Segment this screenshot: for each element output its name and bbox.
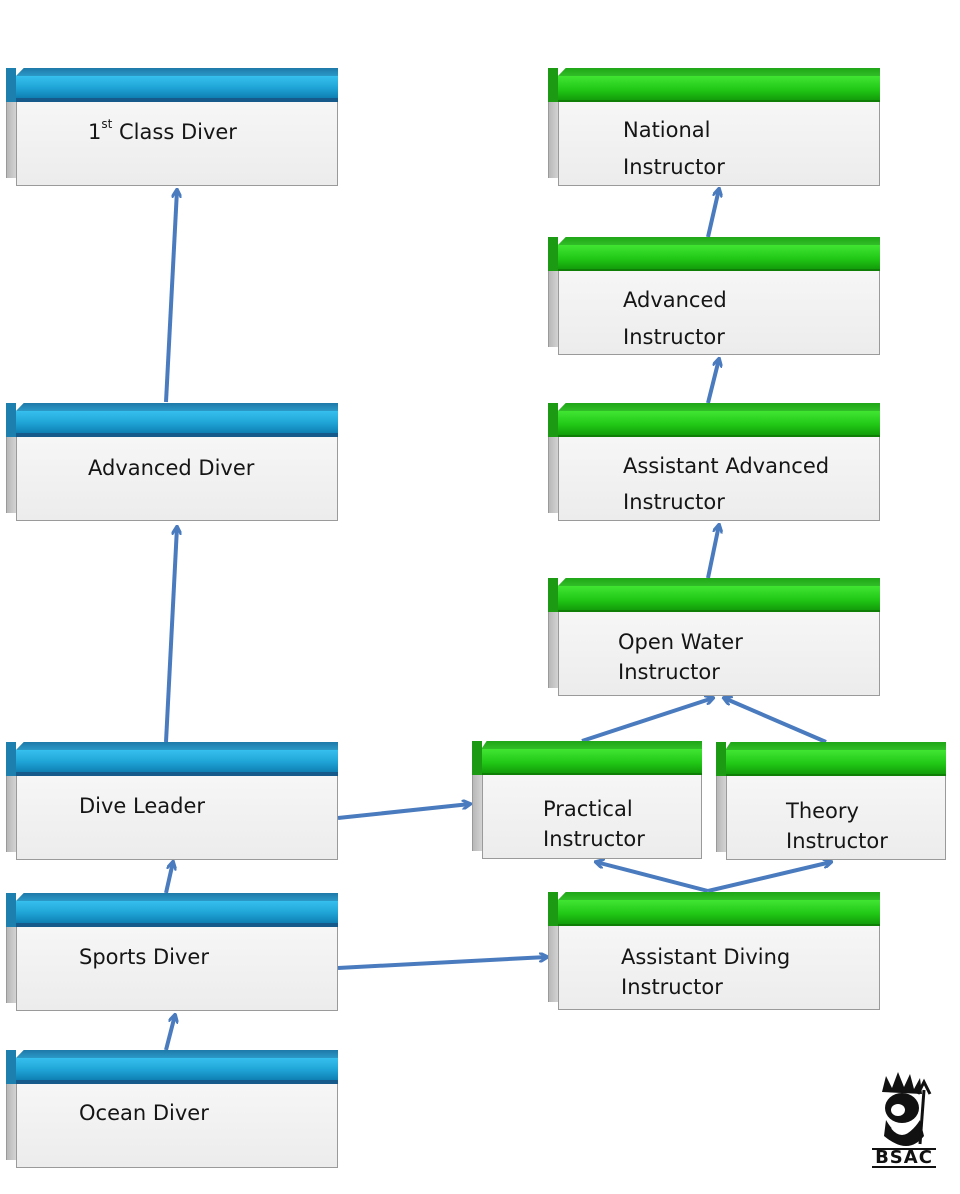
node-label-line-1: Theory [786, 799, 859, 823]
node-label-line-2: Instructor [623, 325, 725, 349]
node-label: Ocean Diver [79, 1101, 209, 1125]
node-ocean-diver: Ocean Diver [6, 1050, 338, 1168]
node-label-line-2: Instructor [623, 155, 725, 179]
node-national-instructor: National Instructor [548, 68, 880, 186]
node-open-water-instructor: Open Water Instructor [548, 578, 880, 696]
node-label-line-1: National [623, 118, 711, 142]
node-assistant-advanced-instructor: Assistant Advanced Instructor [548, 403, 880, 521]
arrow-advanced-instructor-to-national [706, 189, 719, 238]
arrow-assistant-advanced-to-advanced-instructor [706, 359, 719, 404]
node-theory-instructor: Theory Instructor [716, 742, 946, 860]
arrow-ocean-to-sports [164, 1015, 175, 1051]
node-dive-leader: Dive Leader [6, 742, 338, 860]
arrow-dive-leader-to-practical [337, 804, 470, 820]
node-advanced-instructor: Advanced Instructor [548, 237, 880, 355]
arrow-sports-to-assistant-diving [337, 957, 547, 970]
node-label-line-2: Instructor [621, 975, 723, 999]
node-label-line-1: Assistant Diving [621, 945, 791, 969]
node-label-line-2: Instructor [543, 827, 645, 851]
node-label: Dive Leader [79, 794, 206, 818]
node-practical-instructor: Practical Instructor [472, 741, 702, 859]
bsac-logo: BSAC [868, 1070, 940, 1170]
bsac-logo-text: BSAC [875, 1147, 933, 1168]
arrow-theory-to-open-water [724, 698, 827, 744]
node-label-line-2: Instructor [786, 829, 888, 853]
arrow-practical-to-open-water [581, 698, 713, 743]
arrow-advanced-to-first-class [164, 190, 177, 403]
node-label: Sports Diver [79, 945, 209, 969]
arrow-sports-to-dive-leader [164, 862, 173, 894]
arrow-assistant-diving-to-theory [707, 862, 831, 893]
node-label: Advanced Diver [88, 456, 255, 480]
neptune-emblem-icon [872, 1072, 936, 1168]
node-assistant-diving-instructor: Assistant Diving Instructor [548, 892, 880, 1010]
node-label-line-1: Open Water [618, 630, 743, 654]
arrow-open-water-to-assistant-advanced [706, 525, 719, 579]
node-first-class-diver: 1st Class Diver [6, 68, 338, 186]
arrow-dive-leader-to-advanced [164, 527, 177, 743]
node-label-line-2: Instructor [618, 660, 720, 684]
node-label-line-1: Assistant Advanced [623, 454, 830, 478]
node-sports-diver: Sports Diver [6, 893, 338, 1011]
node-advanced-diver: Advanced Diver [6, 403, 338, 521]
node-label-line-2: Instructor [623, 490, 725, 514]
arrow-assistant-diving-to-practical [596, 862, 709, 893]
node-label-line-1: Practical [543, 797, 633, 821]
node-label: 1st Class Diver [88, 117, 237, 144]
node-label-line-1: Advanced [623, 288, 727, 312]
